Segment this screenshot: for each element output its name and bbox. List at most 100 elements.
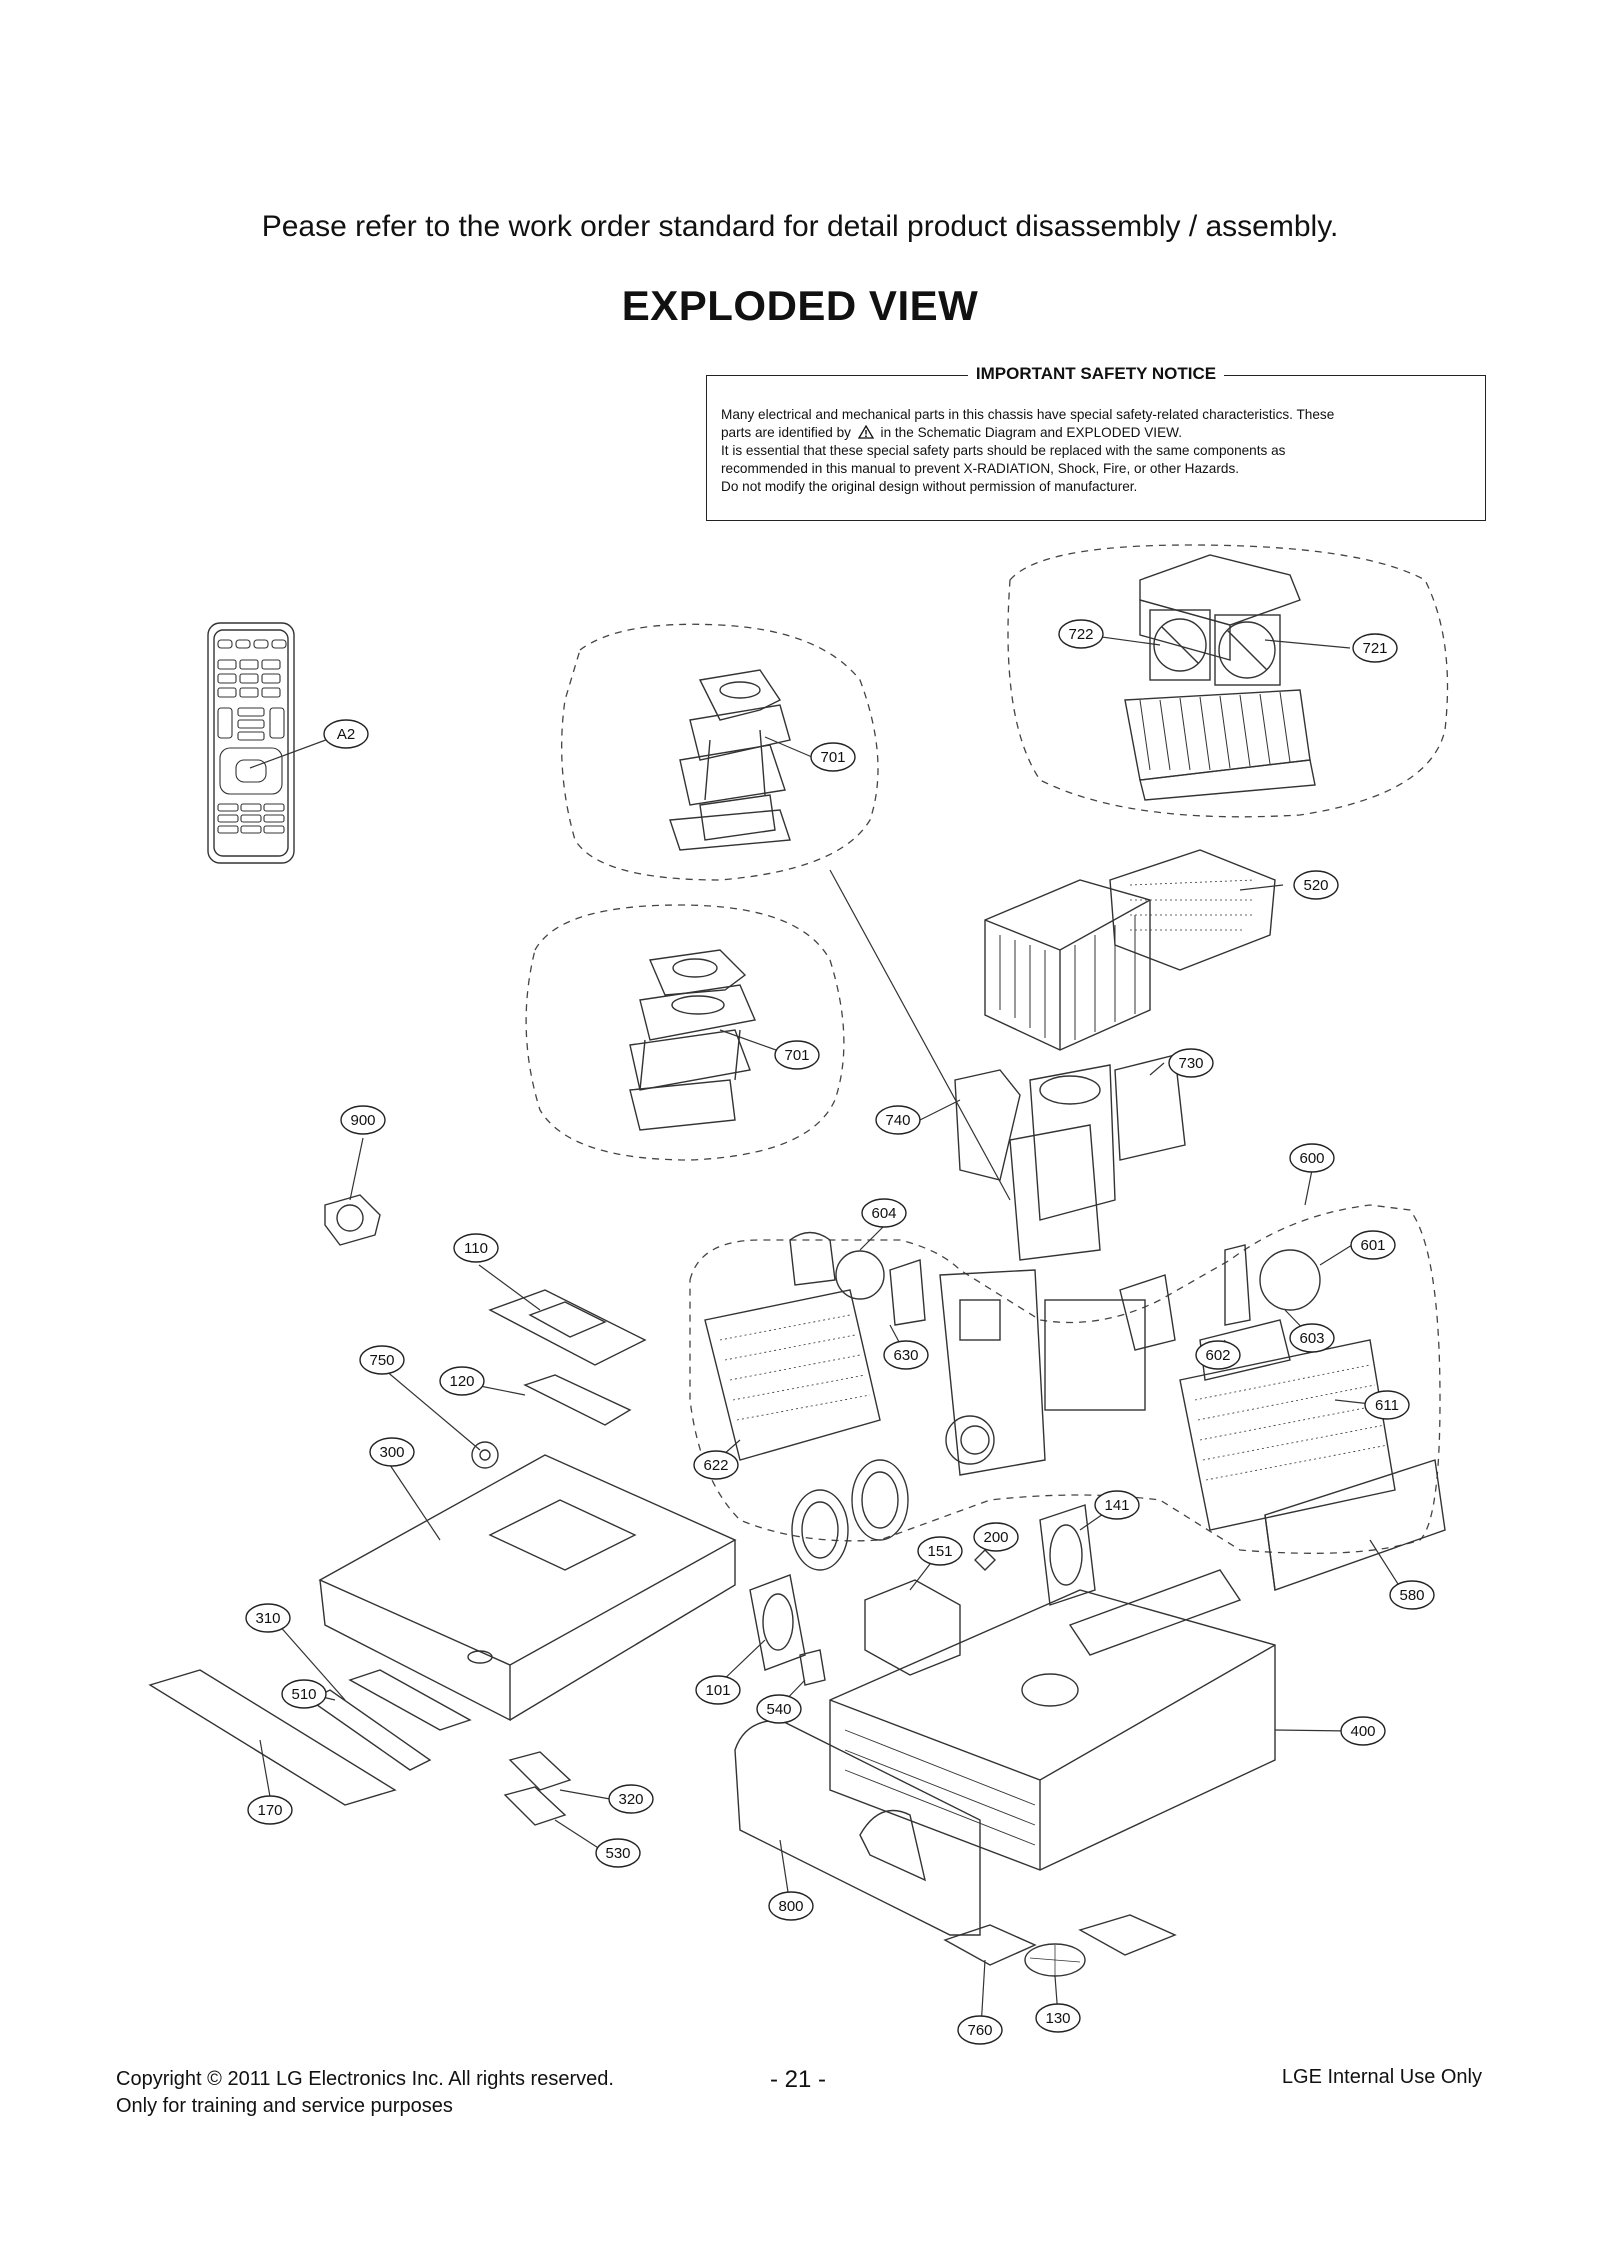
callout-604: 604 (861, 1198, 907, 1228)
leader-lines (249, 633, 1406, 2029)
lens-rings (791, 1459, 909, 1571)
remote-control (207, 622, 295, 864)
fan-101 (749, 1574, 826, 1686)
group-outline-701-lower (525, 904, 845, 1161)
callout-400: 400 (1340, 1716, 1386, 1746)
duct-740-730 (954, 1054, 1186, 1261)
callout-A2: A2 (323, 719, 369, 749)
callout-120: 120 (439, 1366, 485, 1396)
shield-cage-622 (704, 1289, 881, 1461)
callout-label: 200 (983, 1529, 1008, 1546)
group-outline-600 (689, 1204, 1441, 1554)
callout-110: 110 (453, 1233, 499, 1263)
duct-assembly-701-upper (669, 669, 791, 851)
page-title: EXPLODED VIEW (621, 282, 979, 329)
shield-cage-611 (1179, 1339, 1396, 1531)
callout-label: 310 (255, 1610, 280, 1627)
lamp-900 (324, 1194, 381, 1246)
callout-320: 320 (608, 1784, 654, 1814)
callout-label: 900 (350, 1112, 375, 1129)
callout-label: 530 (605, 1845, 630, 1862)
duct-assembly-701-lower (629, 949, 756, 1131)
callout-label: 603 (1299, 1330, 1324, 1347)
engine-housing-520 (984, 849, 1276, 1051)
notice-line: Many electrical and mechanical parts in … (721, 407, 1335, 422)
callout-label: 722 (1068, 626, 1093, 643)
callout-530: 530 (595, 1838, 641, 1868)
group-outlines (525, 544, 1449, 1554)
callout-label: 602 (1205, 1347, 1230, 1364)
callout-label: 300 (379, 1444, 404, 1461)
bottom-chassis-400 (829, 1569, 1276, 1871)
callout-701: 701 (810, 742, 856, 772)
callout-label: 101 (705, 1682, 730, 1699)
callout-722: 722 (1058, 619, 1104, 649)
callout-310: 310 (245, 1603, 291, 1633)
callout-label: 540 (766, 1701, 791, 1718)
callout-label: 721 (1362, 640, 1387, 657)
callout-label: 600 (1299, 1150, 1324, 1167)
callout-580: 580 (1389, 1580, 1435, 1610)
training-text: Only for training and service purposes (116, 2095, 453, 2117)
board-580 (1264, 1459, 1446, 1591)
callout-622: 622 (693, 1450, 739, 1480)
callout-label: 750 (369, 1352, 394, 1369)
callout-label: 740 (885, 1112, 910, 1129)
part-callouts: A2 701 701 722 721 520 730 740 900 600 604 601 603 60… (245, 619, 1435, 2045)
callout-701: 701 (774, 1040, 820, 1070)
callout-101: 101 (695, 1675, 741, 1705)
fan-141-board-151 (864, 1504, 1096, 1676)
callout-200: 200 (973, 1522, 1019, 1552)
callout-151: 151 (917, 1536, 963, 1566)
top-case-300 (318, 1454, 737, 1722)
warning-triangle-icon (857, 424, 874, 439)
callout-170: 170 (247, 1795, 293, 1825)
footer-left: Copyright © 2011 LG Electronics Inc. All… (116, 2066, 614, 2120)
callout-520: 520 (1293, 870, 1339, 900)
group-outline-light-engine (1007, 544, 1449, 818)
callout-label: 800 (778, 1898, 803, 1915)
callout-label: 510 (291, 1686, 316, 1703)
group-outline-701-upper (561, 623, 879, 881)
callout-130: 130 (1035, 2003, 1081, 2033)
notice-line: recommended in this manual to prevent X-… (721, 461, 1240, 476)
bottom-plates-760-130 (943, 1914, 1177, 1977)
callout-510: 510 (281, 1679, 327, 1709)
callout-label: 141 (1104, 1497, 1129, 1514)
optical-engine-600 (789, 1231, 1321, 1476)
safety-notice-box: IMPORTANT SAFETY NOTICE Many electrical … (706, 364, 1486, 521)
safety-notice-heading: IMPORTANT SAFETY NOTICE (967, 364, 1225, 383)
callout-900: 900 (340, 1105, 386, 1135)
callout-label: 604 (871, 1205, 896, 1222)
notice-line-warning: parts are identified by in the Schematic… (721, 424, 1182, 440)
callout-760: 760 (957, 2015, 1003, 2045)
callout-label: 110 (464, 1240, 488, 1257)
notice-line: It is essential that these special safet… (721, 443, 1286, 458)
callout-label: 120 (449, 1373, 474, 1390)
instruction-text: Pease refer to the work order standard f… (261, 210, 1339, 243)
callout-603: 603 (1289, 1323, 1335, 1353)
callout-730: 730 (1168, 1048, 1214, 1078)
internal-use-text: LGE Internal Use Only (1281, 2066, 1482, 2088)
callout-label: 151 (927, 1543, 952, 1560)
callout-750: 750 (359, 1345, 405, 1375)
callout-740: 740 (875, 1105, 921, 1135)
callout-141: 141 (1094, 1490, 1140, 1520)
page-number: - 21 - (770, 2066, 827, 2093)
callout-label: 622 (703, 1457, 728, 1474)
callout-600: 600 (1289, 1143, 1335, 1173)
callout-label: 730 (1178, 1055, 1203, 1072)
copyright-text: Copyright © 2011 LG Electronics Inc. All… (116, 2068, 614, 2090)
callout-label: 630 (893, 1347, 918, 1364)
top-covers (471, 1289, 647, 1469)
safety-notice-body: Many electrical and mechanical parts in … (721, 406, 1471, 496)
callout-label: 601 (1360, 1237, 1385, 1254)
callout-721: 721 (1352, 633, 1398, 663)
optical-block-722-721 (1124, 554, 1316, 801)
callout-label: 701 (820, 749, 845, 766)
callout-630: 630 (883, 1340, 929, 1370)
notice-line: Do not modify the original design withou… (721, 479, 1138, 494)
callout-label: 400 (1350, 1723, 1375, 1740)
callout-label: 320 (618, 1791, 643, 1808)
